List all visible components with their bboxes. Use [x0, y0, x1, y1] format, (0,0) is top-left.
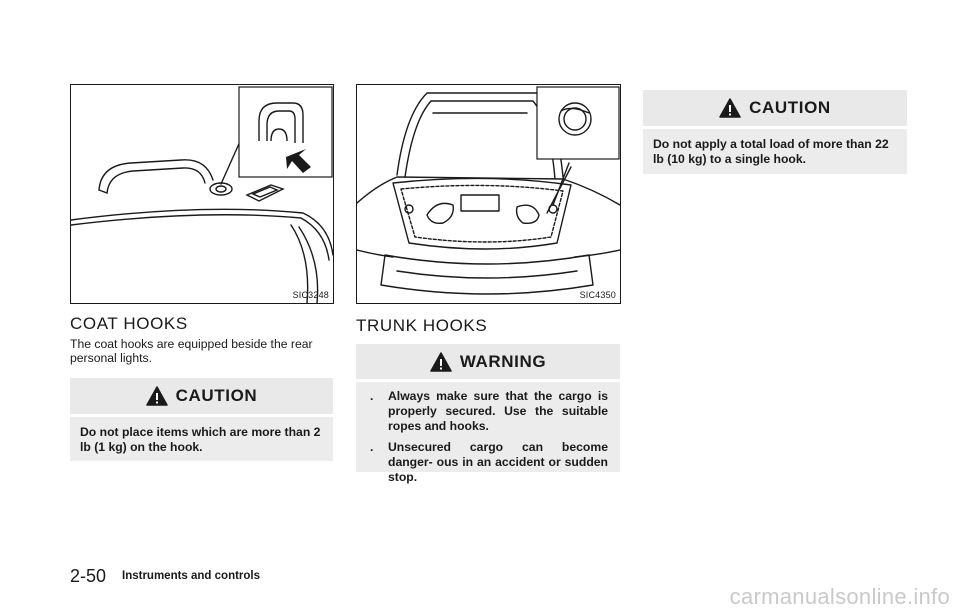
warning-item-text: Unsecured cargo can become danger- ous i…	[388, 440, 608, 484]
watermark[interactable]: carmanualsonline.info	[729, 584, 950, 609]
caution-label: CAUTION	[175, 386, 258, 405]
caution-body: Do not place items which are more than 2…	[70, 417, 333, 461]
caution-body: Do not apply a total load of more than 2…	[643, 129, 907, 174]
caution-text: Do not place items which are more than 2…	[80, 425, 321, 454]
warning-item: . Unsecured cargo can become danger- ous…	[370, 440, 608, 485]
warning-item-text: Always make sure that the cargo is prope…	[388, 389, 608, 433]
figure-code: SIC3248	[292, 290, 329, 300]
warning-header: WARNING	[356, 344, 620, 379]
warning-triangle-icon	[719, 98, 741, 118]
page-number: 2-50	[70, 566, 107, 586]
coat-hook-figure: SIC3248	[70, 84, 334, 304]
bullet: .	[370, 389, 374, 403]
trunk-hook-illustration	[357, 86, 620, 295]
caution-text: Do not apply a total load of more than 2…	[653, 137, 889, 166]
figure-code: SIC4350	[579, 290, 616, 300]
coat-hooks-description: The coat hooks are equipped beside the r…	[70, 337, 313, 365]
warning-triangle-icon	[145, 386, 168, 406]
section-title: Instruments and controls	[122, 570, 261, 582]
caution-label: CAUTION	[749, 98, 831, 117]
warning-label: WARNING	[459, 351, 547, 371]
warning-triangle-icon	[430, 351, 452, 372]
trunk-hook-figure: SIC4350	[356, 84, 621, 304]
bullet: .	[370, 440, 374, 454]
caution-header: CAUTION	[643, 90, 907, 126]
caution-header: CAUTION	[70, 378, 333, 414]
coat-hooks-heading: COAT HOOKS	[70, 314, 188, 333]
warning-item: . Always make sure that the cargo is pro…	[370, 389, 608, 434]
coat-hook-illustration	[71, 86, 333, 303]
trunk-hooks-heading: TRUNK HOOKS	[356, 316, 488, 335]
arrow-icon	[286, 149, 311, 173]
warning-body: . Always make sure that the cargo is pro…	[356, 382, 620, 484]
